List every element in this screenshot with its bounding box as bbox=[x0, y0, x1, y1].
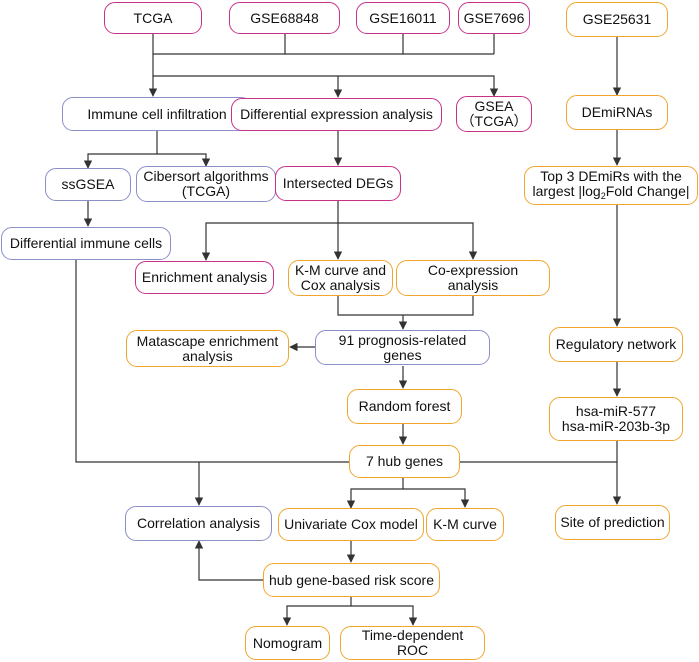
node-differential-expression-analysis: Differential expression analysis bbox=[231, 98, 442, 131]
edge-mirs-hub bbox=[460, 441, 618, 463]
edge-risk-roc bbox=[351, 605, 418, 626]
edge-risk-split bbox=[282, 597, 352, 626]
node-7-hub-genes: 7 hub genes bbox=[349, 445, 460, 478]
edge-sources-bus bbox=[152, 34, 494, 55]
node-metascape: Matascape enrichment analysis bbox=[126, 330, 289, 367]
node-gse68848: GSE68848 bbox=[229, 2, 340, 34]
edge-immune-split bbox=[83, 131, 158, 169]
node-91-prognosis-genes: 91 prognosis-related genes bbox=[315, 330, 490, 365]
node-cibersort: Cibersort algorithms (TCGA) bbox=[136, 166, 276, 202]
node-enrichment-analysis: Enrichment analysis bbox=[135, 261, 274, 294]
edge-intersected-coexp bbox=[338, 222, 478, 260]
node-gsea-tcga: GSEA （TCGA） bbox=[456, 96, 532, 132]
node-risk-score: hub gene-based risk score bbox=[263, 563, 440, 597]
node-random-forest: Random forest bbox=[347, 389, 462, 424]
node-km-cox: K-M curve and Cox analysis bbox=[288, 260, 393, 296]
edge-hub-km bbox=[403, 488, 470, 508]
node-top3-demirs: Top 3 DEmiRs with the largest |log2Fold … bbox=[524, 166, 698, 205]
node-nomogram: Nomogram bbox=[245, 626, 330, 660]
node-site-of-prediction: Site of prediction bbox=[555, 505, 670, 540]
node-correlation-analysis: Correlation analysis bbox=[125, 506, 272, 541]
edge-risk-correlation bbox=[194, 540, 263, 581]
top3-line2: largest |log2Fold Change| bbox=[532, 184, 689, 201]
node-univariate-cox: Univariate Cox model bbox=[278, 508, 424, 541]
node-coexpression-analysis: Co-expression analysis bbox=[396, 260, 550, 296]
node-ssgsea: ssGSEA bbox=[45, 168, 131, 201]
edge-intersected-split bbox=[201, 201, 339, 261]
top3-subscript: 2 bbox=[600, 191, 606, 202]
node-regulatory-network: Regulatory network bbox=[549, 327, 683, 362]
edge-km-genes bbox=[337, 296, 474, 316]
node-immune-cell-infiltration: Immune cell infiltration bbox=[62, 97, 252, 131]
edge-diffimmune-hub bbox=[75, 260, 349, 463]
node-tcga: TCGA bbox=[104, 2, 202, 34]
node-km-curve: K-M curve bbox=[426, 508, 504, 541]
node-hsa-mirs: hsa-miR-577 hsa-miR-203b-3p bbox=[549, 397, 683, 441]
top3-line1: Top 3 DEmiRs with the bbox=[540, 168, 682, 185]
edge-hub-split bbox=[346, 478, 404, 509]
edge-immune-cibersort bbox=[157, 153, 211, 167]
node-intersected-degs: Intersected DEGs bbox=[275, 166, 401, 201]
node-gse16011: GSE16011 bbox=[356, 2, 450, 34]
node-differential-immune-cells: Differential immune cells bbox=[1, 227, 171, 260]
node-demirnas: DEmiRNAs bbox=[566, 95, 668, 130]
node-gse7696: GSE7696 bbox=[458, 2, 530, 34]
node-time-dependent-roc: Time-dependent ROC bbox=[340, 626, 485, 660]
top3-line2-post: Fold Change| bbox=[605, 183, 690, 200]
node-gse25631: GSE25631 bbox=[566, 2, 668, 37]
top3-line2-pre: largest |log bbox=[532, 183, 601, 200]
edge-bus-down bbox=[152, 54, 499, 97]
